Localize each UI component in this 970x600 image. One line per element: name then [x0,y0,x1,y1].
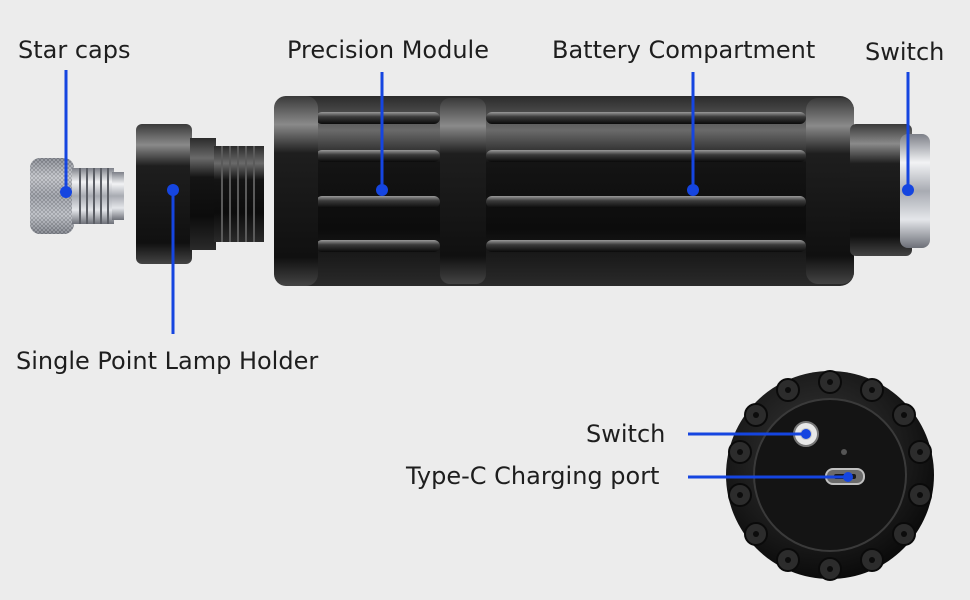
star-cap [30,158,124,234]
callout-dot-charging-port [843,472,853,482]
callout-dot-precision-module [376,184,388,196]
label-charging-port: Type-C Charging port [406,462,660,490]
callout-dot-star-caps [60,186,72,198]
callout-dot-battery-compartment [687,184,699,196]
label-precision-module: Precision Module [287,36,489,64]
callout-dot-switch-bottom [801,429,811,439]
label-switch-bottom: Switch [586,420,666,448]
lamp-holder [136,124,264,264]
callout-dot-switch-top [902,184,914,196]
label-switch-top: Switch [865,38,945,66]
callout-dot-lamp-holder [167,184,179,196]
label-lamp-holder: Single Point Lamp Holder [16,347,319,375]
end-cap-view [726,370,934,581]
label-star-caps: Star caps [18,36,131,64]
label-battery-compartment: Battery Compartment [552,36,816,64]
main-body [274,96,930,286]
